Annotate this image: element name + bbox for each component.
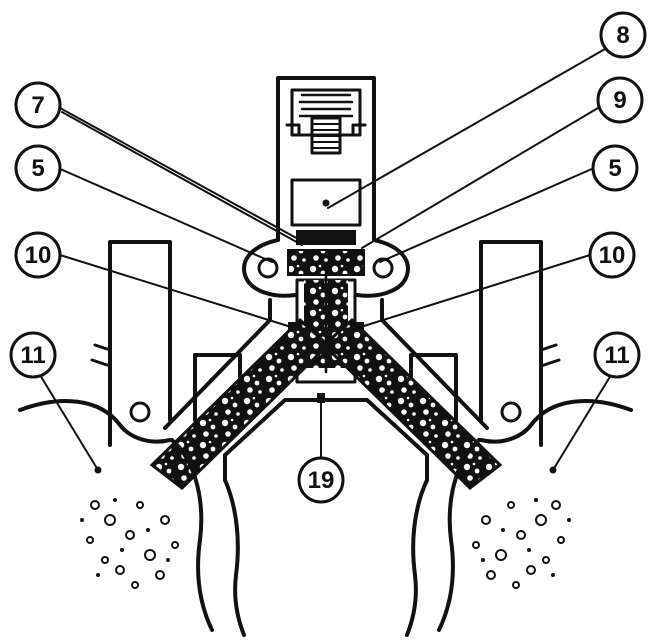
right-port-wall-inner	[405, 478, 429, 637]
svg-text:7: 7	[31, 92, 44, 119]
callout-5-right: 5	[591, 144, 639, 192]
right-pipe	[321, 317, 503, 490]
right-port-wall	[437, 438, 481, 632]
callout-7: 7	[14, 81, 62, 129]
callout-10-left: 10	[14, 231, 62, 279]
leader-lines	[39, 44, 613, 471]
left-spray-marker	[94, 466, 102, 474]
callout-11-right: 11	[593, 331, 641, 379]
callout-10-right: 10	[588, 231, 636, 279]
svg-text:19: 19	[308, 467, 335, 494]
svg-text:8: 8	[616, 22, 629, 49]
callout-5-left: 5	[14, 144, 62, 192]
svg-text:5: 5	[608, 155, 621, 182]
svg-text:10: 10	[599, 242, 626, 269]
left-pipe	[149, 317, 331, 490]
left-spray	[80, 498, 179, 589]
left-port-wall-inner	[223, 478, 246, 637]
svg-text:11: 11	[20, 342, 45, 369]
left-cylinder-wall	[18, 240, 242, 447]
svg-text:9: 9	[613, 87, 626, 114]
callout-19: 19	[297, 456, 345, 504]
right-cylinder-wall	[409, 240, 633, 447]
right-spray-marker	[549, 466, 557, 474]
svg-text:11: 11	[604, 342, 629, 369]
svg-text:10: 10	[25, 242, 52, 269]
callout-9: 9	[596, 76, 644, 124]
right-spray	[472, 498, 571, 589]
callout-11-left: 11	[9, 331, 57, 379]
svg-text:5: 5	[31, 155, 44, 182]
left-port-wall	[170, 438, 214, 632]
callout-8: 8	[599, 11, 647, 59]
